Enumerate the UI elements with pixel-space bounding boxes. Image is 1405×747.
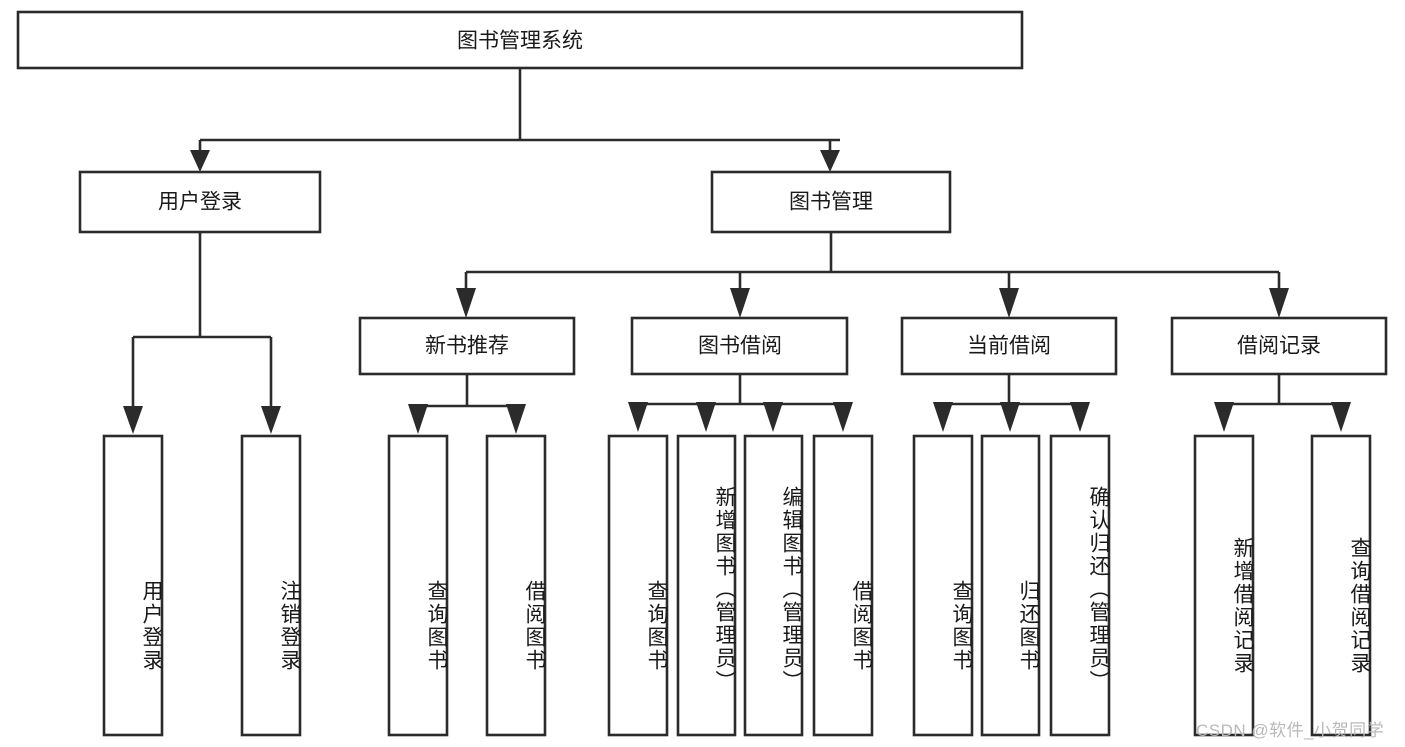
arrowhead-to-leaf-borrow-book-1 <box>506 404 526 434</box>
node-current-borrow-box[interactable] <box>900 316 1118 376</box>
leaf-query-record-box[interactable] <box>1310 434 1372 737</box>
node-user-login-label: 用户登录 <box>158 191 242 214</box>
leaf-return-book-box[interactable] <box>980 434 1041 737</box>
node-new-book-recommend-label: 新书推荐 <box>425 335 509 358</box>
csdn-watermark: CSDN @软件_小贺同学 <box>1196 721 1385 740</box>
leaf-query-book-1-box[interactable] <box>387 434 449 737</box>
node-new-book-recommend-box[interactable] <box>358 316 576 376</box>
node-borrow-record-label: 借阅记录 <box>1237 335 1321 358</box>
node-current-borrow-label: 当前借阅 <box>967 335 1051 358</box>
leaf-edit-book-box[interactable] <box>743 434 804 737</box>
arrowhead-to-leaf-user-logout <box>261 406 281 434</box>
arrowhead-root-to-user-login <box>190 150 210 172</box>
leaf-query-book-3-box[interactable] <box>912 434 974 737</box>
arrowhead-to-borrow-record <box>1269 288 1289 318</box>
arrowhead-to-leaf-query-record <box>1331 402 1351 432</box>
leaf-add-book-box[interactable] <box>676 434 737 737</box>
leaf-user-logout-box[interactable] <box>240 434 302 737</box>
arrowhead-to-leaf-query-book-2 <box>628 402 648 432</box>
arrowhead-to-leaf-return-book <box>1000 402 1020 432</box>
arrowhead-to-leaf-confirm-return <box>1070 402 1090 432</box>
node-book-manage-label: 图书管理 <box>789 191 873 214</box>
leaf-borrow-book-2-box[interactable] <box>812 434 874 737</box>
arrowhead-to-leaf-query-book-1 <box>408 404 428 434</box>
leaf-borrow-book-1-box[interactable] <box>485 434 547 737</box>
arrowhead-to-leaf-edit-book <box>763 402 783 432</box>
node-book-borrow-box[interactable] <box>630 316 849 376</box>
arrowhead-to-leaf-borrow-book-2 <box>833 402 853 432</box>
arrowhead-to-leaf-query-book-3 <box>933 402 953 432</box>
leaf-query-book-2-box[interactable] <box>607 434 669 737</box>
leaf-user-login-box[interactable] <box>102 434 164 737</box>
leaf-add-record-box[interactable] <box>1193 434 1255 737</box>
arrowhead-root-to-book-manage <box>820 150 840 172</box>
arrowhead-to-leaf-user-login <box>123 406 143 434</box>
arrowhead-to-leaf-add-record <box>1214 402 1234 432</box>
node-book-manage-box[interactable] <box>710 170 952 234</box>
arrowhead-to-current-borrow <box>999 288 1019 318</box>
arrowhead-to-new-book-recommend <box>456 288 476 318</box>
node-root-box[interactable] <box>16 10 1024 70</box>
arrowhead-to-book-borrow <box>730 288 750 318</box>
node-borrow-record-box[interactable] <box>1170 316 1388 376</box>
leaf-confirm-return-box[interactable] <box>1049 434 1111 737</box>
node-root-label: 图书管理系统 <box>457 30 583 53</box>
arrowhead-to-leaf-add-book <box>696 402 716 432</box>
node-book-borrow-label: 图书借阅 <box>698 335 782 358</box>
